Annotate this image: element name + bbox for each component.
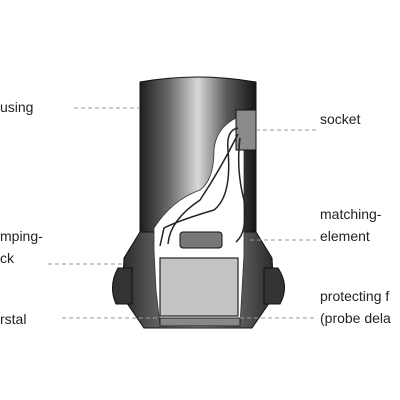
label-damping-line2: ck <box>0 250 14 266</box>
label-matching-line1: matching- <box>320 206 382 222</box>
side-rings <box>112 267 285 305</box>
label-protecting-line1: protecting f <box>320 288 390 304</box>
leader-lines <box>48 107 316 319</box>
label-crystal: rstal <box>0 311 27 327</box>
wires <box>159 127 246 247</box>
label-matching-line2: element <box>320 228 370 244</box>
label-protecting-line2: (probe dela <box>320 310 391 326</box>
crystal <box>159 317 241 327</box>
label-housing: using <box>0 99 34 115</box>
matching-element <box>179 231 223 249</box>
damping-block <box>159 257 239 317</box>
label-socket: socket <box>320 111 361 127</box>
label-damping-line1: mping- <box>0 228 43 244</box>
